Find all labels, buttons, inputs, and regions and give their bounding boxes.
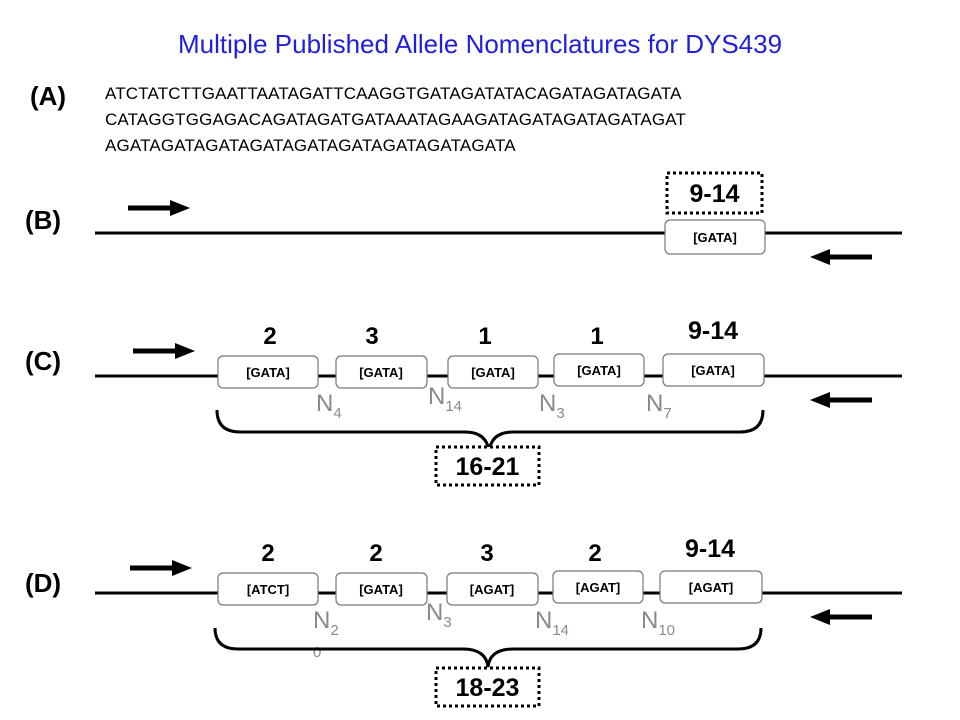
panel-c-label: (C): [25, 346, 61, 376]
repeat-box: [446, 572, 539, 606]
repeat-motif: [GATA]: [691, 363, 735, 378]
repeat-count: 2: [369, 540, 382, 567]
panel-d-label: (D): [25, 568, 61, 598]
repeat-motif: [GATA]: [359, 365, 403, 380]
repeat-count: 2: [263, 323, 276, 350]
repeat-box: [552, 570, 644, 604]
repeat-count: 1: [478, 323, 491, 350]
allele-range: 16-21: [456, 453, 520, 481]
forward-primer-arrow: [133, 343, 195, 359]
repeat-box: [659, 570, 763, 604]
spacer-label: N3: [426, 599, 452, 631]
repeat-count: 3: [480, 540, 493, 567]
spacer-label: N14: [535, 607, 569, 639]
spacer-label: N14: [428, 383, 462, 415]
repeat-box: [335, 355, 428, 389]
repeat-box: [335, 572, 428, 606]
allele-range: 9-14: [689, 180, 739, 208]
repeat-motif: [GATA]: [359, 582, 403, 597]
repeat-motif: [AGAT]: [576, 580, 621, 595]
repeat-count: 3: [365, 323, 378, 350]
sequence-line-1: ATCTATCTTGAATTAATAGATTCAAGGTGATAGATATACA…: [105, 84, 682, 103]
spacer-label: N7: [646, 390, 672, 422]
spacer-label-wrap: 0: [313, 644, 321, 661]
curly-brace: [213, 627, 763, 668]
repeat-box: [217, 572, 319, 606]
page-title: Multiple Published Allele Nomenclatures …: [178, 29, 782, 59]
reverse-primer-arrow: [810, 249, 872, 265]
repeat-motif: [GATA]: [693, 230, 737, 245]
spacer-label: N10: [641, 607, 675, 639]
repeat-motif: [GATA]: [577, 363, 621, 378]
repeat-motif: [GATA]: [246, 365, 290, 380]
repeat-count-range: 9-14: [685, 535, 735, 563]
panel-a-label: (A): [30, 81, 66, 111]
repeat-box: [447, 355, 539, 389]
repeat-box: [664, 219, 766, 255]
repeat-motif: [AGAT]: [689, 580, 734, 595]
forward-primer-arrow: [128, 200, 190, 216]
repeat-count: 2: [261, 540, 274, 567]
sequence-line-2: CATAGGTGGAGACAGATAGATGATAAATAGAAGATAGATA…: [105, 110, 686, 129]
repeat-box: [662, 353, 765, 387]
spacer-label: N2: [313, 607, 339, 639]
repeat-motif: [GATA]: [471, 365, 515, 380]
repeat-count: 1: [590, 323, 603, 350]
allele-range: 18-23: [456, 674, 520, 702]
repeat-motif: [AGAT]: [470, 582, 515, 597]
allele-range-box: [665, 171, 764, 215]
allele-range-box: [434, 445, 541, 487]
panel-b-label: (B): [25, 205, 61, 235]
spacer-label: N3: [539, 390, 565, 422]
forward-primer-arrow: [130, 560, 192, 576]
spacer-label: N4: [316, 390, 342, 422]
reverse-primer-arrow: [810, 609, 872, 625]
repeat-box: [553, 353, 645, 387]
allele-range-box: [434, 666, 541, 708]
repeat-count: 2: [588, 540, 601, 567]
repeat-count-range: 9-14: [688, 317, 738, 345]
repeat-motif: [ATCT]: [247, 582, 289, 597]
repeat-box: [217, 355, 319, 389]
reverse-primer-arrow: [810, 392, 872, 408]
sequence-line-3: AGATAGATAGATAGATAGATAGATAGATAGATAGATA: [105, 136, 516, 155]
